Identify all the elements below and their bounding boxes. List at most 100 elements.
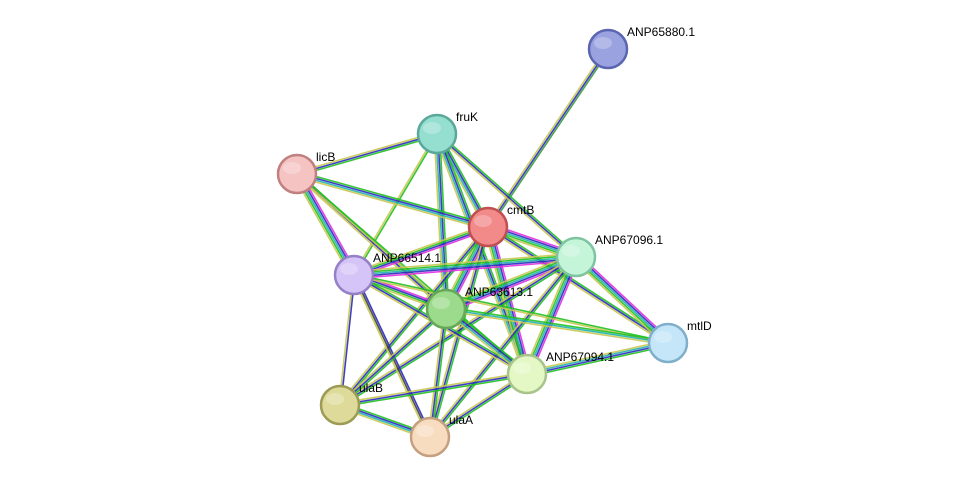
node-label: ANP66514.1 (373, 251, 441, 265)
edge-evidence-line (435, 134, 576, 259)
edge-evidence-line (296, 131, 437, 174)
edge-evidence-line (354, 227, 489, 277)
node-circle[interactable] (333, 254, 375, 296)
node-circle[interactable] (319, 384, 361, 426)
edge-evidence-line (339, 226, 489, 406)
edge-evidence-line (526, 341, 668, 374)
edge-ANP67096.1-mtlD (572, 253, 672, 347)
node-circle[interactable] (647, 322, 689, 364)
node-circle[interactable] (467, 206, 509, 248)
edge-evidence-line (429, 308, 447, 438)
node-label: fruK (456, 110, 478, 124)
node-highlight (283, 162, 301, 174)
edge-evidence-line (524, 255, 576, 374)
node-fruK[interactable]: fruK (416, 110, 478, 155)
node-ANP66514.1[interactable]: ANP66514.1 (333, 251, 441, 296)
edge-evidence-line (353, 252, 576, 273)
edge-evidence-line (445, 308, 669, 344)
edge-ANP63613.1-ulaB (338, 307, 448, 407)
node-highlight (474, 215, 492, 227)
edge-evidence-line (354, 273, 433, 437)
edge-evidence-line (353, 256, 577, 276)
node-highlight (340, 263, 358, 275)
edge-evidence-line (339, 373, 528, 406)
edge-evidence-line (437, 132, 578, 257)
node-circle[interactable] (555, 236, 597, 278)
node-circle[interactable] (409, 416, 451, 458)
edge-ANP66514.1-ulaB (338, 274, 356, 406)
node-ANP67094.1[interactable]: ANP67094.1 (506, 350, 614, 395)
edge-evidence-line (339, 256, 577, 406)
node-circle[interactable] (506, 353, 548, 395)
edge-evidence-line (354, 259, 577, 280)
node-highlight (562, 245, 580, 257)
node-ANP65880.1[interactable]: ANP65880.1 (587, 25, 695, 70)
node-label: licB (316, 150, 335, 164)
edge-evidence-line (340, 275, 356, 406)
edge-evidence-line (353, 225, 488, 275)
edge-evidence-line (296, 175, 488, 231)
node-circle[interactable] (416, 113, 458, 155)
node-ANP63613.1[interactable]: ANP63613.1 (425, 285, 533, 330)
node-highlight (416, 425, 434, 437)
edge-evidence-line (527, 343, 669, 376)
node-highlight (654, 331, 672, 343)
edge-evidence-line (352, 223, 488, 274)
edge-evidence-line (427, 308, 446, 437)
node-cmtB[interactable]: cmtB (467, 203, 534, 248)
edge-evidence-line (339, 308, 447, 406)
edge-evidence-line (354, 273, 669, 343)
node-circle[interactable] (276, 153, 318, 195)
node-licB[interactable]: licB (276, 150, 335, 195)
node-highlight (432, 297, 450, 309)
edge-evidence-line (429, 256, 577, 438)
node-ulaB[interactable]: ulaB (319, 381, 383, 426)
edge-cmtB-ulaB (338, 225, 490, 407)
edge-evidence-line (339, 371, 527, 405)
edge-evidence-line (445, 309, 668, 346)
edge-evidence-line (338, 225, 488, 405)
edge-ANP63613.1-ulaA (427, 308, 449, 438)
edge-ANP67096.1-ulaA (427, 255, 579, 439)
edge-evidence-line (427, 255, 576, 437)
edge-evidence-line (437, 133, 448, 309)
edge-evidence-line (572, 259, 667, 347)
edge-evidence-line (436, 133, 577, 258)
node-ANP67096.1[interactable]: ANP67096.1 (555, 233, 663, 278)
node-label: ANP65880.1 (627, 25, 695, 39)
node-label: cmtB (507, 203, 534, 217)
edge-evidence-line (430, 257, 579, 439)
edge-evidence-line (296, 174, 488, 229)
edge-evidence-line (485, 47, 608, 227)
edge-evidence-line (527, 257, 579, 376)
edge-evidence-line (486, 227, 668, 346)
node-highlight (423, 122, 441, 134)
edge-ANP67096.1-ANP66514.1 (353, 252, 577, 280)
node-highlight (513, 362, 531, 374)
edge-evidence-line (297, 170, 489, 226)
edge-fruK-ANP67096.1 (435, 132, 578, 259)
edge-evidence-line (297, 134, 438, 177)
edge-evidence-line (338, 274, 354, 405)
edge-evidence-line (354, 257, 577, 278)
edge-ANP65880.1-cmtB (485, 47, 611, 229)
edge-licB-cmtB (296, 170, 489, 231)
node-label: mtlD (687, 319, 712, 333)
edge-evidence-line (340, 309, 448, 407)
edge-cmtB-mtlD (486, 224, 670, 346)
node-label: ANP67094.1 (546, 350, 614, 364)
edge-evidence-line (575, 256, 669, 344)
node-ulaA[interactable]: ulaA (409, 413, 473, 458)
edge-fruK-licB (296, 131, 438, 177)
node-highlight (594, 37, 612, 49)
edge-evidence-line (526, 256, 577, 375)
node-label: ulaB (359, 381, 383, 395)
edge-evidence-line (526, 339, 668, 373)
node-circle[interactable] (587, 28, 629, 70)
edge-evidence-line (577, 253, 672, 341)
edge-evidence-line (444, 252, 575, 307)
node-circle[interactable] (425, 288, 467, 330)
edge-evidence-line (296, 133, 438, 175)
node-mtlD[interactable]: mtlD (647, 319, 712, 364)
